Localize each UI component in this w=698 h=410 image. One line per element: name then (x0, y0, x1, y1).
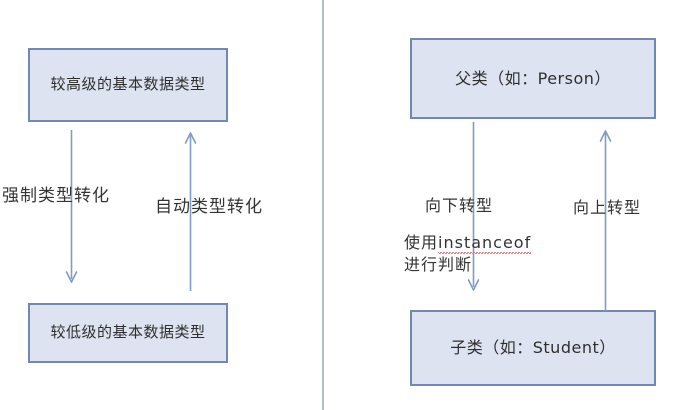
note-instanceof-keyword: instanceof (438, 233, 532, 254)
note-instanceof-line-1: 使用instanceof (404, 232, 532, 254)
label-automatic-type-cast: 自动类型转化 (155, 197, 263, 217)
note-instanceof-line-2: 进行判断 (404, 255, 473, 275)
box-lower-primitive-type[interactable]: 较低级的基本数据类型 (28, 303, 228, 363)
label-upcast: 向上转型 (573, 198, 642, 217)
note-instanceof-prefix: 使用 (404, 233, 439, 252)
box-child-class[interactable]: 子类（如：Student） (410, 310, 656, 386)
box-child-class-label: 子类（如：Student） (450, 338, 616, 358)
box-lower-primitive-type-label: 较低级的基本数据类型 (50, 323, 206, 342)
box-parent-class-label: 父类（如：Person） (455, 68, 611, 88)
up-arrow-auto-cast (179, 131, 203, 291)
box-parent-class[interactable]: 父类（如：Person） (410, 38, 656, 119)
box-higher-primitive-type-label: 较高级的基本数据类型 (50, 75, 206, 94)
box-higher-primitive-type[interactable]: 较高级的基本数据类型 (28, 48, 228, 122)
down-arrow-forced-cast (60, 130, 84, 288)
down-arrow-downcast (462, 122, 486, 296)
note-instanceof-check: 使用instanceof 进行判断 (404, 232, 532, 276)
up-arrow-upcast (594, 129, 618, 311)
label-forced-type-cast: 强制类型转化 (2, 186, 110, 206)
label-downcast: 向下转型 (425, 196, 494, 215)
vertical-divider (322, 0, 324, 410)
